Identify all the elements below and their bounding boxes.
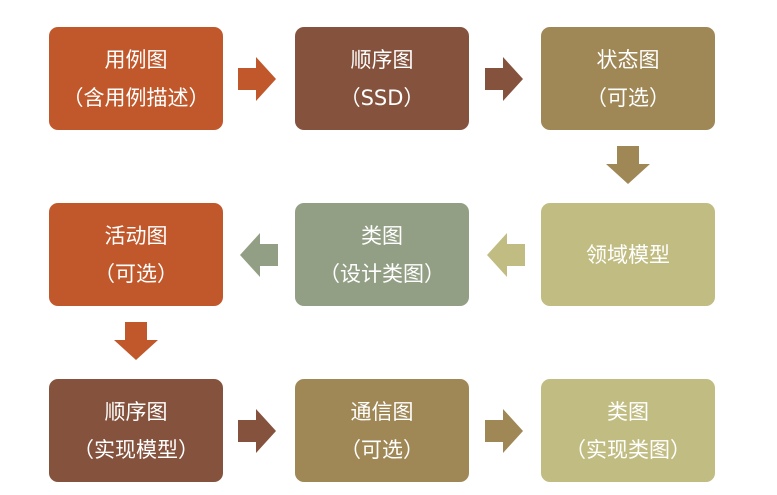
node-domain-model-title: 领域模型 — [586, 242, 670, 267]
arrow-right-icon — [485, 409, 523, 453]
node-class-design-subtitle: （设计类图） — [319, 261, 445, 286]
arrow-left-icon — [240, 233, 278, 277]
node-domain-model: 领域模型 — [541, 203, 715, 306]
node-communication-title: 通信图 — [350, 399, 414, 424]
node-sequence-ssd: 顺序图 （SSD） — [295, 27, 469, 130]
arrow-left-icon — [487, 233, 525, 277]
arrow-right-icon — [485, 57, 523, 101]
arrow-down-icon — [114, 322, 158, 360]
node-activity-subtitle: （可选） — [94, 261, 178, 286]
node-communication: 通信图 （可选） — [295, 379, 469, 482]
node-sequence-impl-title: 顺序图 — [104, 399, 168, 424]
node-sequence-impl-subtitle: （实现模型） — [73, 437, 199, 462]
node-activity: 活动图 （可选） — [49, 203, 223, 306]
node-use-case: 用例图 （含用例描述） — [49, 27, 223, 130]
node-sequence-ssd-subtitle: （SSD） — [339, 85, 425, 110]
node-class-design-title: 类图 — [361, 223, 403, 248]
arrow-down-icon — [606, 146, 650, 184]
node-communication-subtitle: （可选） — [340, 437, 424, 462]
arrow-right-icon — [238, 409, 276, 453]
node-class-design: 类图 （设计类图） — [295, 203, 469, 306]
node-sequence-ssd-title: 顺序图 — [350, 47, 414, 72]
node-class-impl: 类图 （实现类图） — [541, 379, 715, 482]
node-use-case-title: 用例图 — [104, 47, 168, 72]
node-activity-title: 活动图 — [104, 223, 168, 248]
node-state-title: 状态图 — [596, 47, 660, 72]
node-sequence-impl: 顺序图 （实现模型） — [49, 379, 223, 482]
node-use-case-subtitle: （含用例描述） — [62, 85, 210, 110]
arrow-right-icon — [238, 57, 276, 101]
node-state: 状态图 （可选） — [541, 27, 715, 130]
node-class-impl-subtitle: （实现类图） — [565, 437, 691, 462]
node-state-subtitle: （可选） — [586, 85, 670, 110]
node-class-impl-title: 类图 — [607, 399, 649, 424]
